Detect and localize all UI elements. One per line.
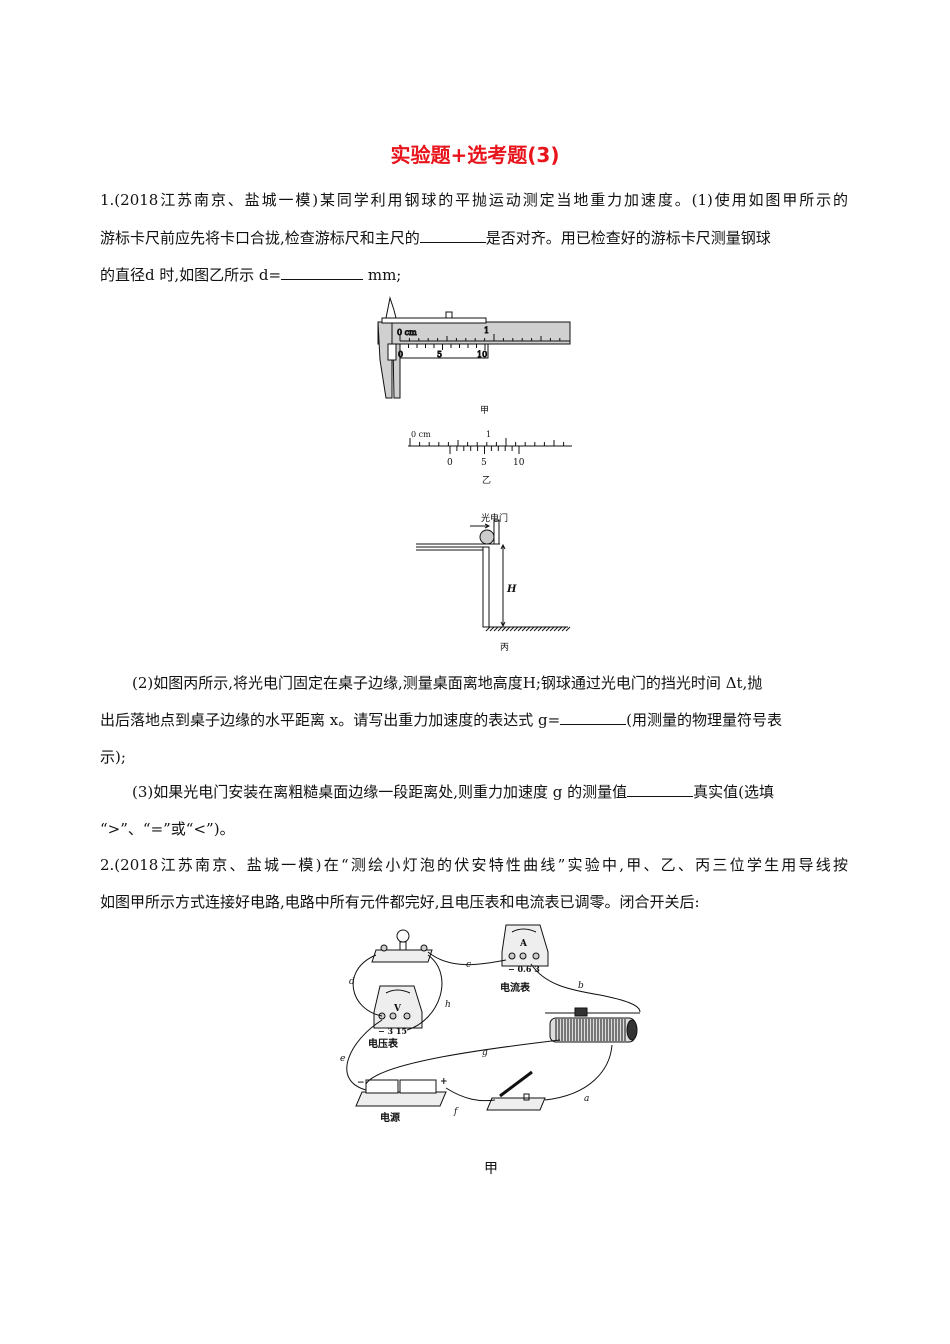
- q1-line3: 的直径d 时,如图乙所示 d= mm;: [100, 265, 848, 285]
- q1-p2-line1: (2)如图丙所示,将光电门固定在桌子边缘,测量桌面离地高度H;钢球通过光电门的挡…: [132, 674, 763, 692]
- figure-caption: 乙: [482, 475, 491, 486]
- tick: [525, 626, 531, 632]
- q1-p2-line2: 出后落地点到桌子边缘的水平距离 x。请写出重力加速度的表达式 g= (用测量的物理…: [100, 710, 848, 730]
- text: (用测量的物理量符号表: [626, 711, 783, 729]
- voltmeter-label: 电压表: [368, 1037, 399, 1050]
- tick: [561, 626, 567, 632]
- tick-label: 10: [477, 350, 487, 359]
- answer-blank-4[interactable]: [627, 782, 694, 797]
- q2-line2: 如图甲所示方式连接好电路,电路中所有元件都完好,且电压表和电流表已调零。闭合开关…: [100, 893, 700, 911]
- wire-label-g: g: [482, 1048, 488, 1058]
- ammeter-label: 电流表: [500, 981, 531, 994]
- tick: [521, 626, 527, 632]
- text: 是否对齐。用已检查好的游标卡尺测量钢球: [485, 229, 771, 247]
- q1-p2-line3: 示);: [100, 748, 126, 766]
- ground-hatch: [485, 626, 571, 632]
- wire-label-h: h: [445, 1000, 451, 1010]
- ruler-ticks: [409, 438, 565, 454]
- answer-blank-1[interactable]: [419, 228, 486, 243]
- tick: [489, 626, 495, 632]
- bulb-holder: [371, 929, 433, 963]
- text: (3)如果光电门安装在离粗糙桌面边缘一段距离处,则重力加速度 g 的测量值: [132, 783, 628, 801]
- figure-caption: 丙: [500, 642, 509, 653]
- tick: [549, 626, 555, 632]
- tick: [497, 626, 503, 632]
- power-source: [355, 1079, 447, 1107]
- tick: [485, 626, 491, 632]
- tick-label: 0 cm: [411, 430, 431, 439]
- tick-label: 0: [447, 458, 453, 468]
- wire-label-a: a: [584, 1094, 589, 1104]
- caliper-ticks: [399, 334, 561, 350]
- q1-p3-line2: “>”、“=”或“<”)。: [100, 820, 235, 838]
- q1-line2: 游标卡尺前应先将卡口合拢,检查游标尺和主尺的 是否对齐。用已检查好的游标卡尺测量钢…: [100, 228, 848, 248]
- circuit-figure: [346, 924, 641, 1111]
- answer-blank-3[interactable]: [560, 710, 627, 725]
- ammeter-terminals: − 0.6 3: [508, 964, 540, 974]
- coil: [555, 1019, 626, 1041]
- tick-label: 0: [398, 350, 403, 359]
- tick: [553, 626, 559, 632]
- wire-label-d: d: [349, 977, 355, 987]
- tick: [557, 626, 563, 632]
- text: 出后落地点到桌子边缘的水平距离 x。请写出重力加速度的表达式 g=: [100, 711, 561, 729]
- text: 游标卡尺前应先将卡口合拢,检查游标尺和主尺的: [100, 229, 420, 247]
- wire-label-e: e: [340, 1054, 345, 1064]
- table-photogate-figure: [416, 519, 571, 632]
- tick: [513, 626, 519, 632]
- tick: [545, 626, 551, 632]
- voltmeter-terminals: − 3 15: [378, 1026, 407, 1036]
- ammeter: [501, 924, 549, 967]
- voltmeter-symbol: V: [393, 1004, 402, 1014]
- text: 真实值(选填: [693, 783, 775, 801]
- tick: [533, 626, 539, 632]
- text: mm;: [363, 266, 402, 284]
- q2-line1: 2.(2018江苏南京、盐城一模)在“测绘小灯泡的伏安特性曲线”实验中,甲、乙、…: [100, 856, 848, 874]
- rheostat: [545, 1007, 640, 1043]
- answer-blank-2[interactable]: [281, 265, 364, 280]
- tick: [509, 626, 515, 632]
- tick-label: 0 cm: [397, 328, 417, 337]
- figure-caption: 甲: [480, 405, 489, 416]
- vernier-caliper-figure: 0 cm 1 0 5 10: [377, 296, 571, 399]
- tick: [537, 626, 543, 632]
- figure-caption: 甲: [484, 1161, 498, 1177]
- wire-label-c: c: [466, 960, 471, 970]
- tick-label: 1: [486, 430, 491, 439]
- wires: [346, 951, 641, 1102]
- voltmeter: [373, 985, 423, 1029]
- positive-terminal: +: [440, 1077, 448, 1087]
- q1-line1: 1.(2018江苏南京、盐城一模)某同学利用钢球的平抛运动测定当地重力加速度。(…: [100, 191, 848, 209]
- tick-label: 10: [513, 458, 525, 468]
- page-title: 实验题+选考题(3): [390, 143, 560, 167]
- power-source-label: 电源: [380, 1111, 400, 1124]
- tick-label: 5: [437, 350, 442, 359]
- tick: [505, 626, 511, 632]
- tick-label: 5: [481, 458, 487, 468]
- tick: [529, 626, 535, 632]
- tick-label: 1: [484, 326, 489, 335]
- wire-label-f: f: [453, 1107, 459, 1117]
- tick: [517, 626, 523, 632]
- height-label: H: [506, 584, 517, 595]
- photogate-label: 光电门: [481, 512, 508, 524]
- tick: [565, 626, 571, 632]
- tick: [493, 626, 499, 632]
- tick: [501, 626, 507, 632]
- ammeter-symbol: A: [519, 939, 528, 949]
- text: 的直径d 时,如图乙所示 d=: [100, 266, 282, 284]
- negative-terminal: −: [357, 1078, 365, 1088]
- switch: [486, 1070, 546, 1111]
- vernier-reading-figure: [408, 438, 572, 454]
- q1-p3-line1: (3)如果光电门安装在离粗糙桌面边缘一段距离处,则重力加速度 g 的测量值 真实值…: [132, 782, 848, 802]
- tick: [541, 626, 547, 632]
- wire-label-b: b: [578, 981, 584, 991]
